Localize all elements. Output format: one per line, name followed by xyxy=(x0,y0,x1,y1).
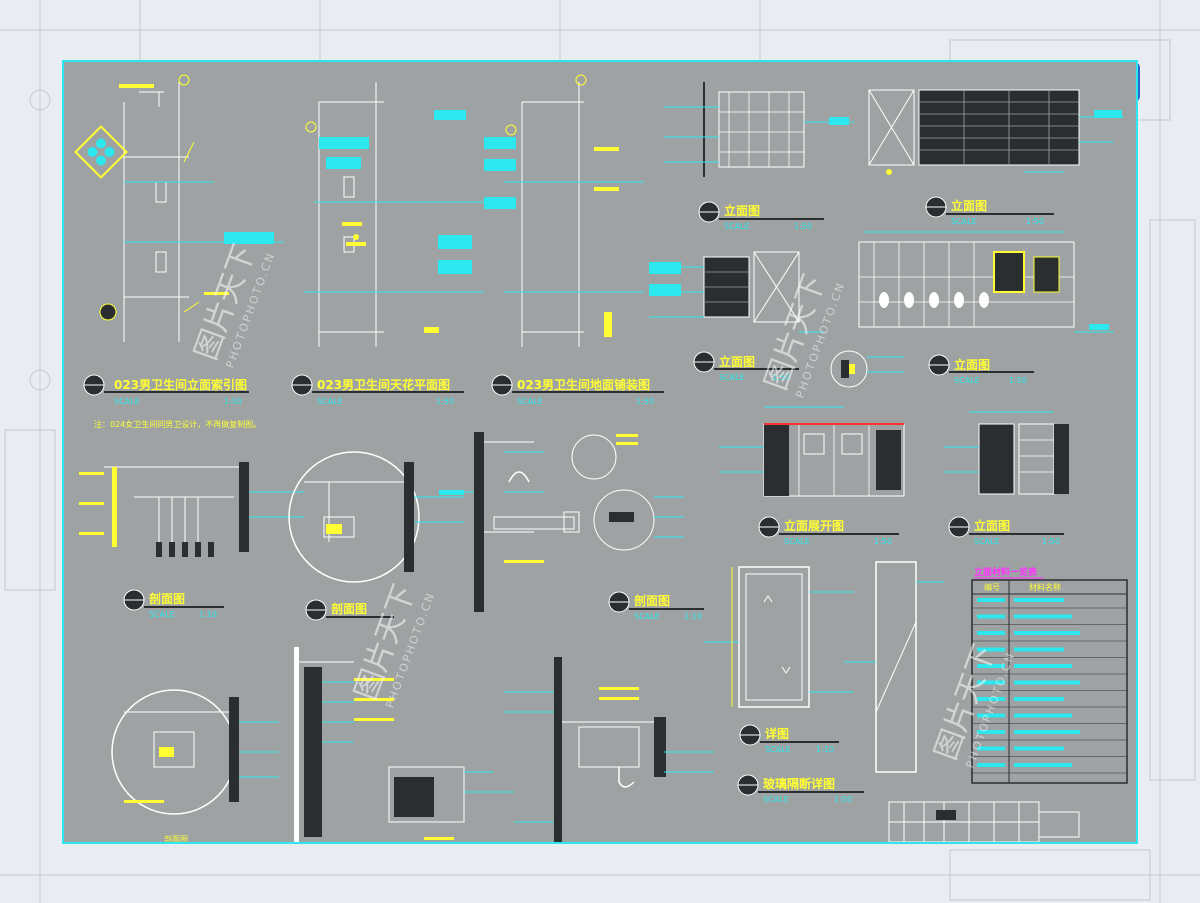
floor-plan-scale-label: SCALE xyxy=(517,397,543,406)
section-3-drawing xyxy=(464,432,684,612)
detail-drawing xyxy=(704,566,854,708)
index-plan-scale-value: 1:50 xyxy=(224,397,242,406)
materials-table-row xyxy=(972,763,1127,774)
elevation-2-scale-value: 1:50 xyxy=(1026,217,1044,226)
key-plan xyxy=(888,801,1080,842)
glass-partition-scale-label: SCALE xyxy=(763,795,789,804)
index-plan-title-text: 023男卫生间立面索引图 xyxy=(114,377,247,392)
floor-plan-scale-value: 1:50 xyxy=(636,397,654,406)
elevation-4-title: 立面图 SCALE 1:50 xyxy=(928,354,1034,385)
elevation-3-drawing xyxy=(649,251,824,333)
elevation-expanded-drawing xyxy=(719,406,905,497)
materials-table-row xyxy=(972,680,1127,691)
materials-table-rows xyxy=(972,598,1127,774)
elevation-4-drawing xyxy=(858,231,1114,333)
ceiling-plan-scale-label: SCALE xyxy=(317,397,343,406)
materials-table-row xyxy=(972,598,1127,609)
elevation-expanded-title-text: 立面展开图 xyxy=(784,518,844,533)
cad-drawing-canvas: 023男卫生间立面索引图 SCALE 1:50 023男卫生 xyxy=(62,60,1138,844)
detail-title-text: 详图 xyxy=(765,726,789,741)
materials-table-row xyxy=(972,730,1127,741)
section-3-scale-value: 1:10 xyxy=(684,612,702,621)
ceiling-plan-title: 023男卫生间天花平面图 SCALE 1:50 xyxy=(291,374,464,406)
floor-plan-title: 023男卫生间地面铺装图 SCALE 1:50 xyxy=(491,374,664,406)
bottom-section-label: 剖面图 xyxy=(164,834,188,844)
detail-scale-label: SCALE xyxy=(765,745,791,754)
index-plan xyxy=(74,74,284,342)
urinal-detail-callout xyxy=(830,350,904,388)
elevation-3-scale-value: 1:50 xyxy=(772,373,790,382)
section-1-scale-value: 1:10 xyxy=(199,610,217,619)
design-note: 注：024女卫生间同男卫设计，不再做复制图。 xyxy=(94,419,261,429)
detail-scale-value: 1:10 xyxy=(816,745,834,754)
section-3-scale-label: SCALE xyxy=(634,612,660,621)
materials-table: 立面材料一览表 编号 材料名称 xyxy=(971,566,1128,784)
elevation-2-title-text: 立面图 xyxy=(951,198,987,213)
elevation-5-scale-value: 1:50 xyxy=(1042,537,1060,546)
section-3-title-text: 剖面图 xyxy=(634,593,670,608)
glass-partition-title-text: 玻璃隔断详图 xyxy=(763,776,835,791)
elevation-3-title-text: 立面图 xyxy=(719,354,755,369)
materials-table-row xyxy=(972,614,1127,625)
materials-table-row xyxy=(972,697,1127,708)
elevation-expanded-title: 立面展开图 SCALE 1:50 xyxy=(758,516,899,546)
elevation-5-drawing xyxy=(944,411,1069,495)
materials-table-row xyxy=(972,647,1127,658)
wall-section-drawing xyxy=(294,647,394,842)
elevation-3-title: 立面图 SCALE 1:50 xyxy=(693,351,799,382)
materials-table-header-code: 编号 xyxy=(984,582,1000,592)
materials-table-row xyxy=(972,713,1127,724)
ceiling-plan xyxy=(304,82,484,347)
elevation-1-title: 立面图 SCALE 1:50 xyxy=(698,201,824,231)
materials-table-title: 立面材料一览表 xyxy=(974,566,1038,578)
elevation-4-scale-value: 1:50 xyxy=(1009,376,1027,385)
section-1-drawing xyxy=(79,462,304,557)
section-1-title-text: 剖面图 xyxy=(149,591,185,606)
elevation-4-scale-label: SCALE xyxy=(954,376,980,385)
section-2-drawing xyxy=(288,451,464,583)
glass-partition-scale-value: 1:50 xyxy=(834,795,852,804)
ceiling-plan-scale-value: 1:50 xyxy=(436,397,454,406)
index-symbol xyxy=(74,125,128,179)
basin-section-drawing xyxy=(504,657,714,842)
glass-partition-title: 玻璃隔断详图 SCALE 1:50 xyxy=(737,774,864,804)
detail-title: 详图 SCALE 1:10 xyxy=(739,724,839,754)
elevation-5-title: 立面图 SCALE 1:50 xyxy=(948,516,1064,546)
elevation-2-scale-label: SCALE xyxy=(951,217,977,226)
counter-section-drawing xyxy=(388,766,514,840)
section-1-scale-label: SCALE xyxy=(149,610,175,619)
section-2-title-text: 剖面图 xyxy=(331,601,367,616)
cad-drawing: 023男卫生间立面索引图 SCALE 1:50 023男卫生 xyxy=(74,74,1128,844)
materials-table-row xyxy=(972,631,1127,642)
elevation-expanded-scale-value: 1:50 xyxy=(874,537,892,546)
elevation-5-scale-label: SCALE xyxy=(974,537,1000,546)
materials-table-row xyxy=(972,664,1127,675)
elevation-2-title: 立面图 SCALE 1:50 xyxy=(925,196,1054,226)
elevation-5-title-text: 立面图 xyxy=(974,518,1010,533)
ceiling-plan-title-text: 023男卫生间天花平面图 xyxy=(317,377,450,392)
index-plan-scale-label: SCALE xyxy=(114,397,140,406)
elevation-1-scale-value: 1:50 xyxy=(794,222,812,231)
glass-partition-drawing xyxy=(844,561,944,773)
elevation-1-scale-label: SCALE xyxy=(724,222,750,231)
section-2-title: 剖面图 xyxy=(305,599,394,621)
elevation-2-drawing xyxy=(868,89,1124,175)
section-4-drawing xyxy=(111,689,279,815)
floor-plan-title-text: 023男卫生间地面铺装图 xyxy=(517,377,650,392)
elevation-4-title-text: 立面图 xyxy=(954,357,990,372)
index-plan-title: 023男卫生间立面索引图 SCALE 1:50 xyxy=(83,374,249,406)
section-1-title: 剖面图 SCALE 1:10 xyxy=(123,589,224,619)
section-3-title: 剖面图 SCALE 1:10 xyxy=(608,591,704,621)
materials-table-row xyxy=(972,746,1127,757)
elevation-3-scale-label: SCALE xyxy=(719,373,745,382)
elevation-1-drawing xyxy=(664,82,854,177)
elevation-1-title-text: 立面图 xyxy=(724,203,760,218)
elevation-expanded-scale-label: SCALE xyxy=(784,537,810,546)
materials-table-header-name: 材料名称 xyxy=(1029,582,1061,592)
floor-plan xyxy=(484,74,681,347)
